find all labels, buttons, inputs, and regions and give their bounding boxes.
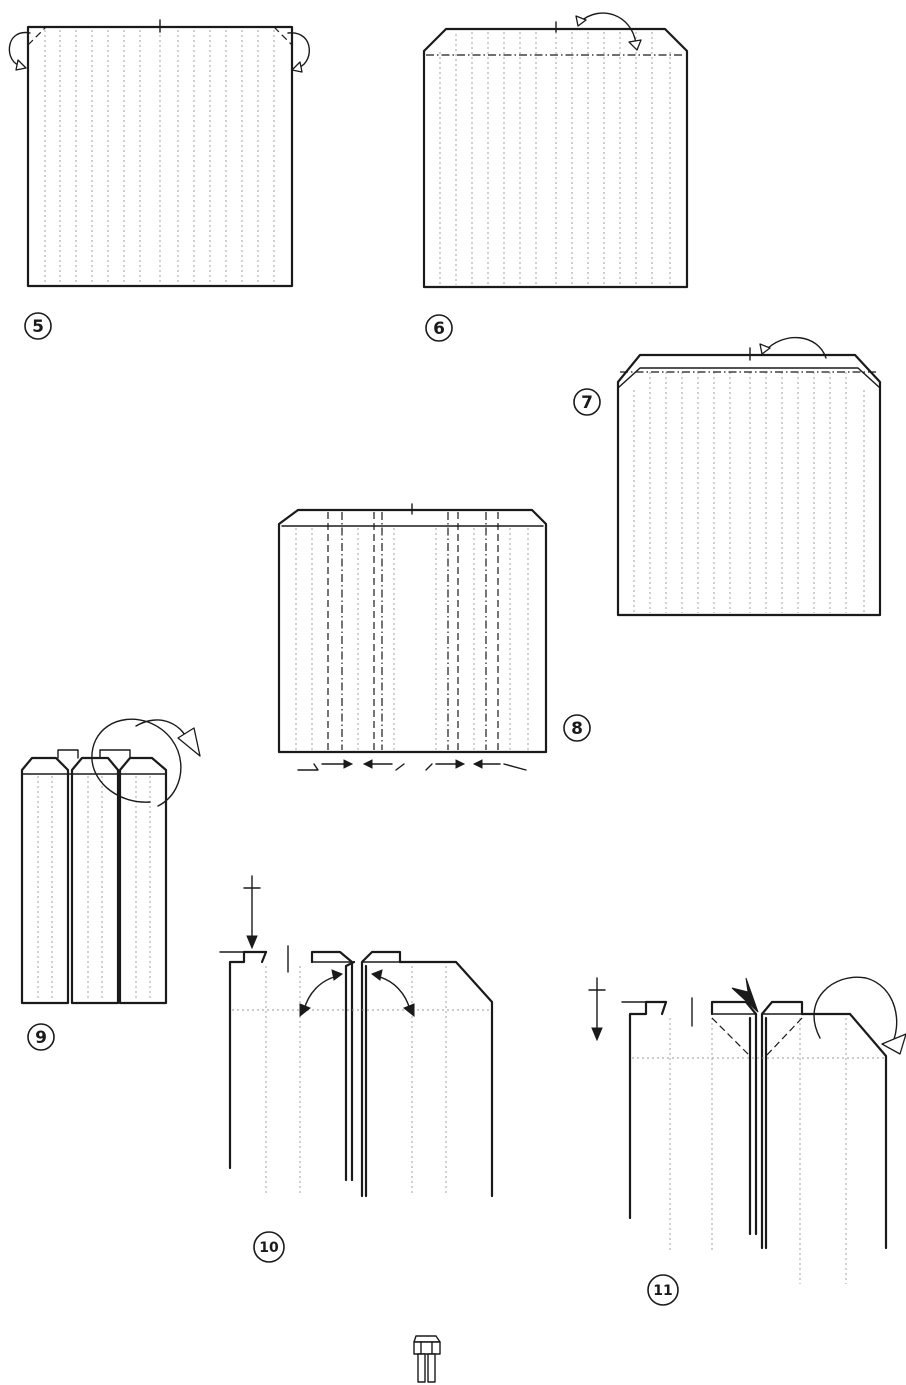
step-11-push-arrowhead [591, 1027, 603, 1042]
step-5-arrowhead-left [15, 59, 27, 71]
step-9-number: 9 [27, 1023, 55, 1051]
step-7-paper [616, 353, 882, 617]
step-6-figure [422, 12, 689, 289]
step-11-figure [588, 976, 906, 1284]
step-10-rotate-arrow-right [375, 975, 411, 1011]
step-6-paper [422, 27, 689, 289]
step-11-turn-arrow [813, 976, 898, 1049]
step-6-arrow-tail [575, 15, 587, 27]
step-9-turn-arrow-shaft [135, 719, 191, 747]
result-thumbnail [413, 1335, 441, 1383]
step-7-number: 7 [573, 388, 601, 416]
step-9-label: 9 [35, 1028, 47, 1048]
step-5-creases [44, 30, 275, 284]
step-10-rotate-arrow-left [303, 975, 339, 1011]
step-10-left-pleat [260, 950, 268, 964]
step-10-center-right-edge [360, 950, 402, 1198]
step-5-corner-fold-left [27, 26, 47, 46]
step-10-right-panel-edge [398, 960, 494, 1198]
step-8-creases [295, 528, 529, 750]
step-5-number: 5 [24, 312, 52, 340]
step-8-pleat-folds [327, 503, 499, 750]
step-9-panel-left [20, 756, 70, 1005]
step-10-rotate-arrowhead-left-b [331, 969, 344, 981]
step-5-label: 5 [32, 317, 44, 337]
step-6-arrow [579, 12, 637, 45]
step-5-arrowhead-right [291, 61, 303, 73]
step-9-creases [37, 776, 151, 1000]
step-11-squash-fold-right [765, 1017, 803, 1057]
step-10-figure [219, 875, 494, 1198]
step-11-label: 11 [653, 1283, 672, 1299]
step-9-turn-arrowhead [177, 727, 201, 757]
step-5-corner-fold-right [273, 26, 293, 46]
step-9-pleat-tops [57, 749, 131, 759]
step-7-creases [633, 372, 865, 613]
step-6-number: 6 [425, 314, 453, 342]
step-10-center-left-inner [344, 960, 356, 1182]
step-10-creases [232, 966, 490, 1196]
step-9-turn-arrow [91, 718, 182, 807]
step-11-left-panel-edge [628, 1000, 668, 1220]
step-10-push-arrowhead [246, 935, 258, 950]
step-10-rotate-arrowhead-right-a [403, 1003, 415, 1018]
step-11-turn-arrowhead [881, 1033, 906, 1055]
step-9-panel-right [118, 756, 168, 1005]
step-8-pleat-arrows [297, 759, 527, 771]
step-10-center-left-edge [310, 950, 354, 1182]
step-10-number: 10 [253, 1231, 285, 1263]
step-7-arrowhead [759, 343, 771, 355]
step-9-figure [20, 718, 201, 1005]
step-7-label: 7 [581, 393, 593, 413]
step-8-label: 8 [571, 719, 583, 739]
step-11-left-pleat [660, 1000, 668, 1016]
step-6-creases [439, 32, 671, 285]
step-6-arrowhead [628, 39, 642, 51]
step-11-center-left-edge [710, 1000, 758, 1236]
step-8-paper [277, 508, 548, 754]
step-10-rotate-arrowhead-left-a [299, 1003, 311, 1018]
step-5-figure [8, 19, 310, 288]
step-11-squash-fold-left [711, 1017, 751, 1057]
step-11-center-right-edge [760, 1000, 804, 1250]
step-11-sink-arrow [731, 977, 759, 1013]
step-7-arrow [763, 336, 827, 359]
step-11-number: 11 [647, 1274, 679, 1306]
step-11-creases [632, 1018, 884, 1284]
step-10-rotate-arrowhead-right-b [370, 969, 383, 981]
step-8-figure [277, 503, 548, 771]
step-7-folded-band [617, 367, 881, 389]
step-8-number: 8 [563, 714, 591, 742]
step-9-panel-middle [70, 756, 120, 1005]
step-7-figure [616, 336, 882, 617]
step-10-label: 10 [259, 1240, 279, 1256]
step-10-left-panel-edge [228, 950, 268, 1170]
step-11-right-panel-edge [800, 1012, 888, 1250]
step-6-label: 6 [433, 319, 445, 339]
